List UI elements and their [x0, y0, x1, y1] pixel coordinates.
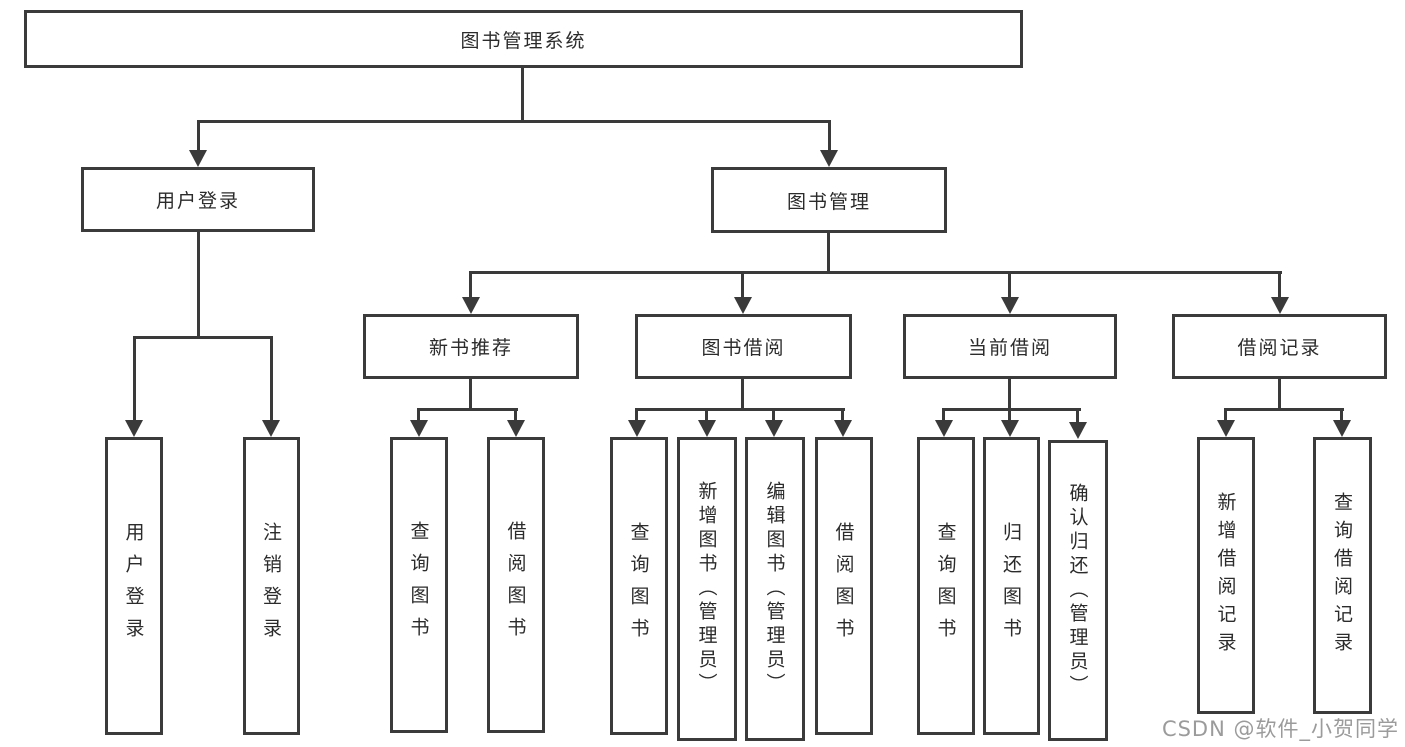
connector-level3-bus [469, 271, 1282, 274]
node-logout-leaf: 注销登录 [243, 437, 300, 735]
node-borrow-book-leaf: 借阅图书 [815, 437, 873, 735]
node-label: 图书管理 [786, 190, 871, 213]
connector-to-book-management [828, 120, 831, 151]
connector-to-user-login [197, 120, 200, 151]
node-add-borrow-record-leaf: 新增借阅记录 [1197, 437, 1255, 714]
arrow-down-icon [834, 420, 852, 437]
connector-to-logout [270, 336, 273, 421]
csdn-watermark: CSDN @软件_小贺同学 [1161, 717, 1399, 741]
node-library-management-system: 图书管理系统 [24, 10, 1023, 68]
node-label: 用户登录 [122, 522, 145, 650]
node-label: 编辑图书（管理员） [763, 481, 786, 697]
arrow-down-icon [734, 297, 752, 314]
connector-to-query-book [635, 408, 638, 422]
node-return-book-leaf: 归还图书 [983, 437, 1040, 735]
connector-new-book-stem [469, 379, 472, 408]
node-borrow-record: 借阅记录 [1172, 314, 1387, 379]
connector-to-query-book [942, 408, 945, 422]
connector-root-stem [521, 68, 524, 120]
arrow-down-icon [820, 150, 838, 167]
node-book-management: 图书管理 [711, 167, 947, 233]
connector-to-new-book-recommend [469, 271, 472, 298]
arrow-down-icon [1001, 420, 1019, 437]
connector-user-login-stem [197, 232, 200, 336]
node-label: 归还图书 [1000, 522, 1022, 650]
connector-to-login [133, 336, 136, 421]
node-label: 新增借阅记录 [1214, 491, 1237, 660]
node-borrow-book-leaf: 借阅图书 [487, 437, 545, 733]
connector-book-management-stem [827, 233, 830, 271]
node-label: 借阅图书 [504, 521, 527, 649]
node-label: 查询图书 [934, 522, 957, 650]
arrow-down-icon [262, 420, 280, 437]
node-query-book-leaf: 查询图书 [390, 437, 448, 733]
arrow-down-icon [1333, 420, 1351, 437]
node-user-login-leaf: 用户登录 [105, 437, 163, 735]
node-label: 借阅图书 [832, 522, 855, 650]
node-user-login: 用户登录 [81, 167, 315, 232]
connector-to-current-borrow [1008, 271, 1011, 298]
connector-current-borrow-bus [942, 408, 1081, 411]
node-label: 图书借阅 [701, 337, 786, 359]
connector-book-borrow-bus [635, 408, 845, 411]
connector-book-borrow-stem [741, 379, 744, 408]
node-label: 图书管理系统 [460, 29, 587, 52]
connector-borrow-record-bus [1224, 408, 1344, 411]
connector-to-add-book [705, 408, 708, 422]
node-label: 借阅记录 [1237, 337, 1322, 359]
arrow-down-icon [628, 420, 646, 437]
connector-to-borrow-book [514, 408, 517, 422]
node-label: 查询图书 [407, 521, 430, 649]
arrow-down-icon [1217, 420, 1235, 437]
arrow-down-icon [1271, 297, 1289, 314]
arrow-down-icon [125, 420, 143, 437]
node-label: 查询图书 [627, 522, 650, 650]
node-query-book-leaf: 查询图书 [610, 437, 668, 735]
arrow-down-icon [1069, 422, 1087, 439]
connector-to-edit-book [772, 408, 775, 422]
node-label: 用户登录 [155, 190, 240, 212]
connector-to-borrow-book [841, 408, 844, 422]
arrow-down-icon [410, 420, 428, 437]
arrow-down-icon [1001, 297, 1019, 314]
node-edit-book-admin-leaf: 编辑图书（管理员） [745, 437, 805, 741]
connector-user-login-bus [133, 336, 273, 339]
node-add-book-admin-leaf: 新增图书（管理员） [677, 437, 737, 741]
connector-level2-bus [197, 120, 831, 123]
arrow-down-icon [935, 420, 953, 437]
node-new-book-recommend: 新书推荐 [363, 314, 579, 379]
node-label: 注销登录 [260, 522, 282, 650]
node-current-borrow: 当前借阅 [903, 314, 1117, 379]
connector-to-add-record [1224, 408, 1227, 422]
node-query-book-leaf: 查询图书 [917, 437, 975, 735]
connector-to-borrow-record [1278, 271, 1281, 298]
connector-to-query-book [417, 408, 420, 422]
connector-new-book-bus [417, 408, 518, 411]
node-label: 当前借阅 [967, 337, 1052, 359]
connector-to-query-record [1340, 408, 1343, 422]
node-label: 新增图书（管理员） [695, 481, 718, 697]
node-confirm-return-admin-leaf: 确认归还（管理员） [1048, 440, 1108, 741]
connector-borrow-record-stem [1278, 379, 1281, 408]
arrow-down-icon [462, 297, 480, 314]
arrow-down-icon [698, 420, 716, 437]
arrow-down-icon [507, 420, 525, 437]
connector-current-borrow-stem [1008, 379, 1011, 408]
node-label: 查询借阅记录 [1331, 491, 1353, 660]
node-query-borrow-record-leaf: 查询借阅记录 [1313, 437, 1372, 714]
connector-to-confirm-return [1076, 408, 1079, 422]
node-label: 确认归还（管理员） [1066, 482, 1089, 699]
connector-to-return-book [1008, 408, 1011, 422]
node-label: 新书推荐 [428, 337, 513, 359]
arrow-down-icon [189, 150, 207, 167]
node-book-borrow: 图书借阅 [635, 314, 852, 379]
arrow-down-icon [765, 420, 783, 437]
connector-to-book-borrow [741, 271, 744, 298]
